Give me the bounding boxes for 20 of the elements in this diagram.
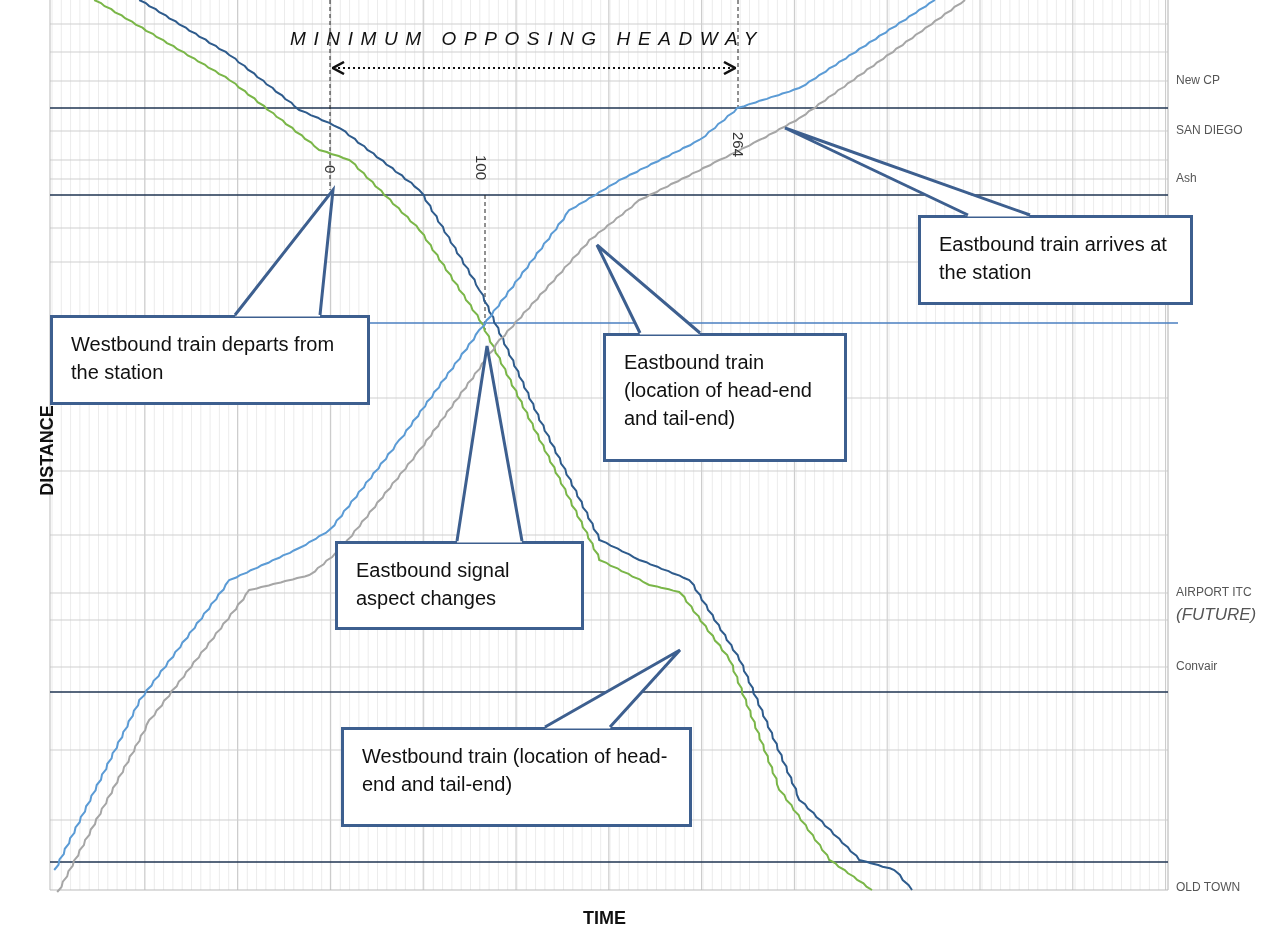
station-label: SAN DIEGO <box>1176 123 1243 137</box>
station-label: Ash <box>1176 171 1197 185</box>
leader-line <box>783 126 1031 217</box>
leader-line <box>233 184 336 317</box>
station-label: AIRPORT ITC <box>1176 585 1252 599</box>
time-value: 100 <box>473 155 490 181</box>
station-label: OLD TOWN <box>1176 880 1241 894</box>
leader-line <box>544 648 682 729</box>
leader-line <box>595 243 701 335</box>
time-value: 0 <box>322 165 339 174</box>
axis-title: TIME <box>583 908 626 929</box>
axis-title: DISTANCE <box>36 405 58 496</box>
station-label: New CP <box>1176 73 1220 87</box>
station-label: Convair <box>1176 659 1218 673</box>
callout-box: Eastbound signal aspect changes <box>335 541 584 630</box>
callout-box: Eastbound train arrives at the station <box>918 215 1193 305</box>
leader-line <box>455 344 524 543</box>
dimension-label: MINIMUM OPPOSING HEADWAY <box>290 28 765 50</box>
station-note: (FUTURE) <box>1176 605 1257 625</box>
time-value: 264 <box>730 132 747 158</box>
